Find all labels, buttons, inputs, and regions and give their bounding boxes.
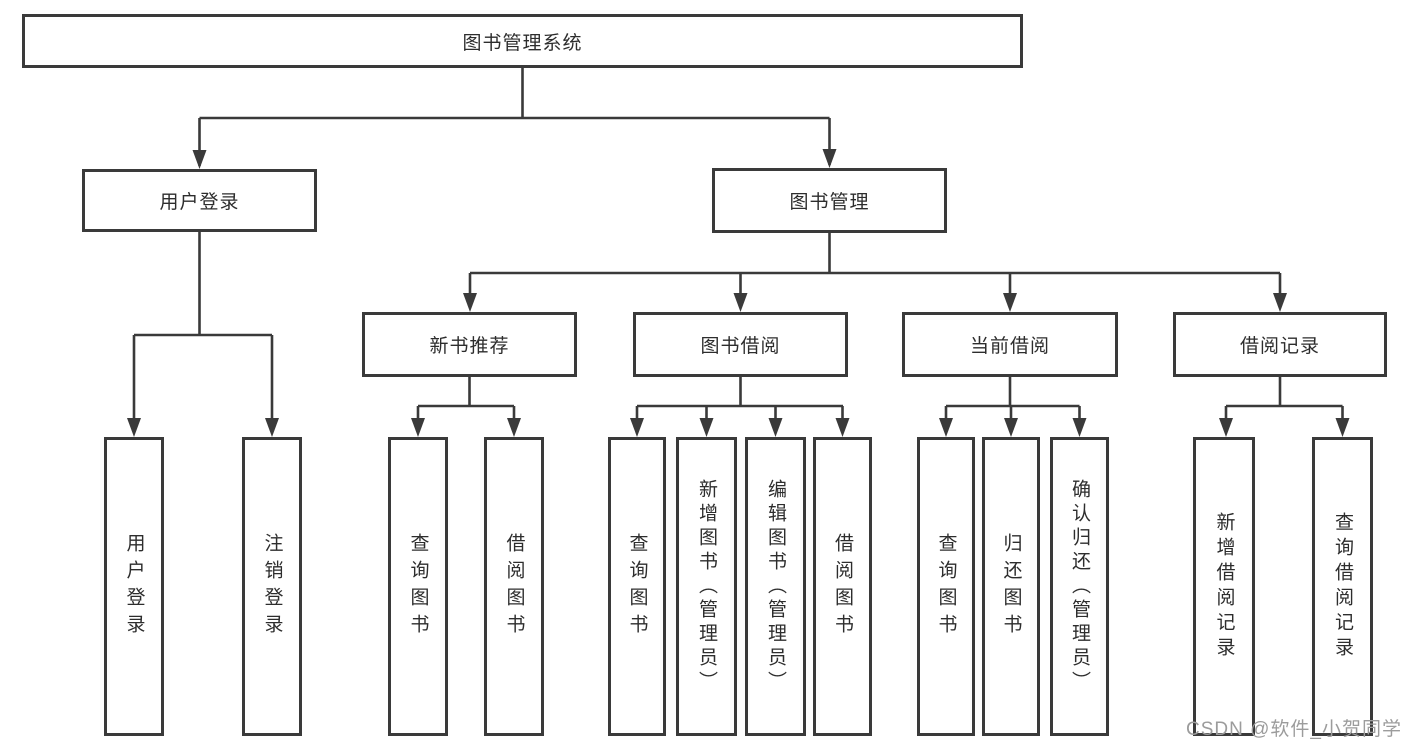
node-book-management: 图书管理 [712, 168, 947, 233]
leaf-recommend-borrow-book: 借阅图书 [484, 437, 544, 736]
leaf-current-return-book: 归还图书 [982, 437, 1040, 736]
node-new-book-recommend: 新书推荐 [362, 312, 577, 377]
leaf-user-login: 用户登录 [104, 437, 164, 736]
node-root-library-system: 图书管理系统 [22, 14, 1023, 68]
leaf-record-add-borrow-record: 新增借阅记录 [1193, 437, 1255, 736]
leaf-borrow-add-book-admin: 新增图书（管理员） [676, 437, 737, 736]
leaf-record-query-borrow-record: 查询借阅记录 [1312, 437, 1373, 736]
arrowheads [127, 149, 1350, 437]
node-book-borrow: 图书借阅 [633, 312, 848, 377]
csdn-watermark: CSDN @软件_小贺同学 [1186, 719, 1402, 740]
node-borrow-record: 借阅记录 [1173, 312, 1387, 377]
leaf-borrow-edit-book-admin: 编辑图书（管理员） [745, 437, 806, 736]
leaf-borrow-query-book: 查询图书 [608, 437, 666, 736]
leaf-current-confirm-return-admin: 确认归还（管理员） [1050, 437, 1109, 736]
node-current-borrow: 当前借阅 [902, 312, 1118, 377]
leaf-logout: 注销登录 [242, 437, 302, 736]
leaf-borrow-borrow-book: 借阅图书 [813, 437, 872, 736]
leaf-recommend-query-book: 查询图书 [388, 437, 448, 736]
node-user-login: 用户登录 [82, 169, 317, 232]
leaf-current-query-book: 查询图书 [917, 437, 975, 736]
